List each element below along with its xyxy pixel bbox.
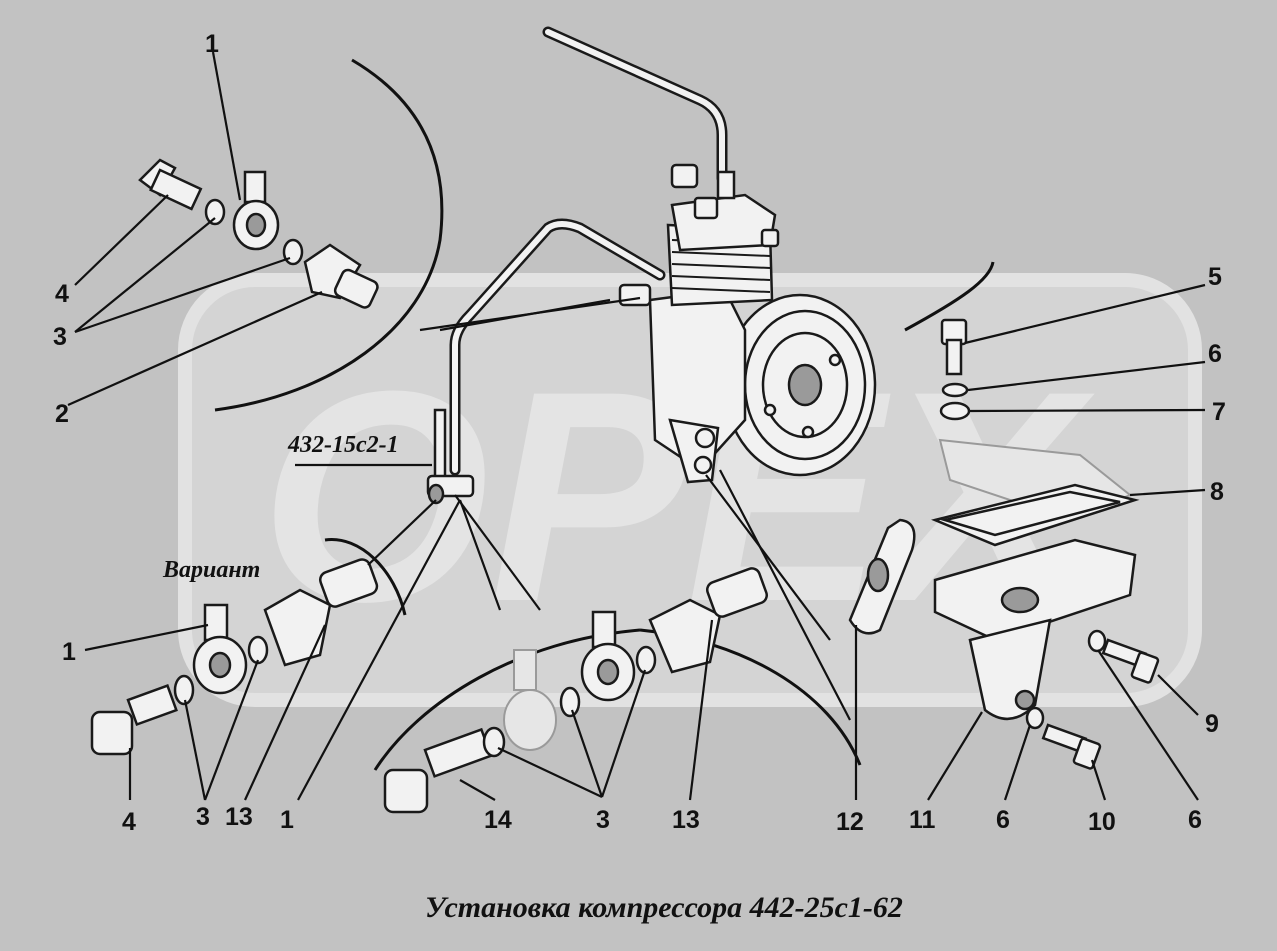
- callout-13-left: 13: [225, 803, 253, 831]
- callout-4-top: 4: [55, 280, 69, 308]
- callout-1-bottom: 1: [280, 806, 294, 834]
- callout-1-left: 1: [62, 638, 76, 666]
- figure-caption: Установка компрессора 442-25с1-62: [425, 891, 903, 924]
- callout-14: 14: [484, 806, 512, 834]
- callout-4-bottom: 4: [122, 808, 136, 836]
- callout-2: 2: [55, 400, 69, 428]
- compressor-assembly: [618, 163, 877, 484]
- top-left-fittings: [138, 158, 379, 309]
- callout-6-right: 6: [1188, 806, 1202, 834]
- callout-11: 11: [909, 806, 936, 834]
- variant-fittings: [90, 558, 379, 756]
- callout-1-top: 1: [205, 30, 219, 58]
- callout-3-bottom-mid: 3: [596, 806, 610, 834]
- gasket: [848, 518, 916, 635]
- mounting-bracket: [931, 438, 1140, 720]
- air-pipes: [449, 26, 728, 476]
- callout-3-bottom-left: 3: [196, 803, 210, 831]
- callout-3-top: 3: [53, 323, 67, 351]
- callout-6-top: 6: [1208, 340, 1222, 368]
- callout-6-bottom: 6: [996, 806, 1010, 834]
- callout-13-right: 13: [672, 806, 700, 834]
- callout-5: 5: [1208, 263, 1222, 291]
- callout-7: 7: [1212, 398, 1226, 426]
- callout-8: 8: [1210, 478, 1224, 506]
- callout-10: 10: [1088, 808, 1116, 836]
- callout-labels: 1 4 3 2 5 6 7 8 1 9 4 3 13 1 14 3 13 12 …: [53, 30, 1226, 836]
- callout-9: 9: [1205, 710, 1219, 738]
- callout-12: 12: [836, 808, 864, 836]
- bolt-5-washers: [939, 318, 971, 421]
- variant-label: Вариант: [162, 557, 260, 583]
- part-code-label: 432-15с2-1: [287, 432, 399, 458]
- tee-fitting: [426, 408, 475, 505]
- leader-lines: [67, 51, 1206, 801]
